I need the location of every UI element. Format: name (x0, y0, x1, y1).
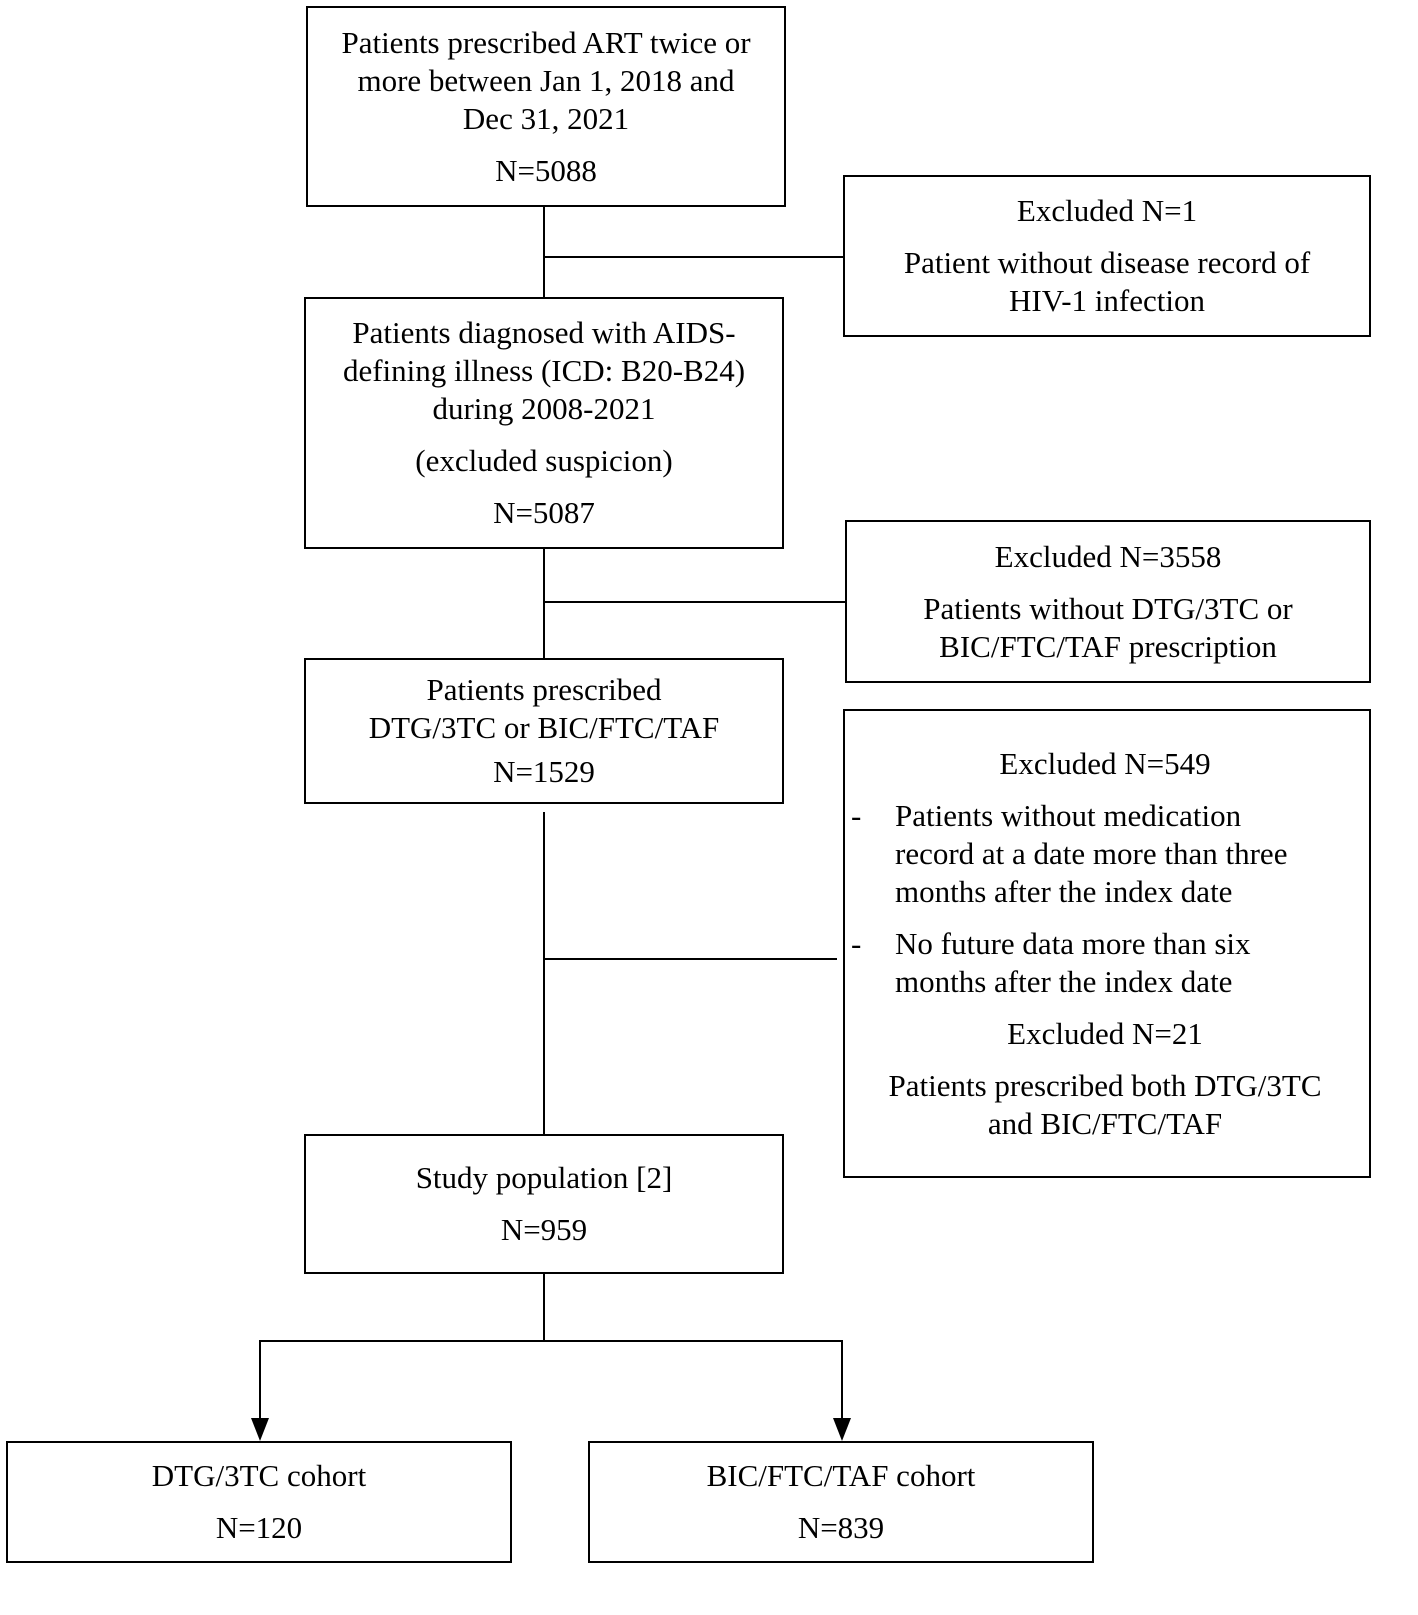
box-bic-cohort: BIC/FTC/TAF cohort N=839 (588, 1441, 1094, 1563)
excluded-2-line-1: Patients without DTG/3TC or (923, 590, 1293, 626)
excluded-3-list: Patients without medication record at a … (849, 797, 1361, 1001)
bic-cohort-count: N=839 (797, 1510, 885, 1545)
connector-b4-split (543, 1273, 545, 1342)
excluded-3-item-2: No future data more than six months afte… (849, 925, 1361, 1001)
box-dtg-bic-count: N=1529 (493, 754, 595, 789)
box-dtg-bic-prescribed: Patients prescribed DTG/3TC or BIC/FTC/T… (304, 658, 784, 804)
box-dtg-cohort: DTG/3TC cohort N=120 (6, 1441, 512, 1563)
box-dtg-bic-line-1: Patients prescribed (426, 672, 662, 707)
box-dtg-bic-line-2: DTG/3TC or BIC/FTC/TAF (368, 710, 720, 745)
box-aids-diagnosed: Patients diagnosed with AIDS- defining i… (304, 297, 784, 549)
excluded-1-line-2: HIV-1 infection (1008, 283, 1205, 318)
excluded-2-line-2: BIC/FTC/TAF prescription (939, 628, 1277, 664)
box-art-prescribed: Patients prescribed ART twice or more be… (306, 6, 786, 207)
excluded-3-item-1-line-1: Patients without medication (895, 797, 1242, 833)
excluded-3-title-1: Excluded N=549 (999, 745, 1211, 781)
branch-ex1 (543, 256, 844, 258)
box-aids-count: N=5087 (493, 495, 595, 530)
box-art-line-2: more between Jan 1, 2018 and (357, 62, 735, 98)
arrow-head-left (251, 1418, 269, 1441)
connector-b2-b3 (543, 548, 545, 659)
excluded-1-title: Excluded N=1 (1016, 193, 1198, 228)
dtg-cohort-count: N=120 (215, 1510, 303, 1545)
study-population-count: N=959 (500, 1212, 588, 1247)
box-art-line-1: Patients prescribed ART twice or (341, 24, 751, 60)
box-aids-line-1: Patients diagnosed with AIDS- (352, 315, 736, 350)
box-excluded-3: Excluded N=549 Patients without medicati… (843, 709, 1371, 1178)
arrow-head-right (833, 1418, 851, 1441)
bic-cohort-label: BIC/FTC/TAF cohort (706, 1458, 976, 1493)
excluded-3-item-1-line-3: months after the index date (895, 873, 1233, 909)
box-aids-line-2: defining illness (ICD: B20-B24) (342, 353, 746, 388)
excluded-1-line-1: Patient without disease record of (903, 245, 1311, 280)
box-art-count: N=5088 (495, 152, 597, 188)
box-excluded-1: Excluded N=1 Patient without disease rec… (843, 175, 1371, 337)
split-horizontal (259, 1340, 843, 1342)
excluded-3-item-2-line-2: months after the index date (895, 963, 1233, 999)
study-population-label: Study population [2] (415, 1160, 673, 1195)
excluded-3-line2-2: and BIC/FTC/TAF (987, 1105, 1223, 1141)
box-aids-note: (excluded suspicion) (415, 443, 673, 478)
connector-b1-b2 (543, 206, 545, 298)
box-study-population: Study population [2] N=959 (304, 1134, 784, 1274)
box-excluded-2: Excluded N=3558 Patients without DTG/3TC… (845, 520, 1371, 683)
branch-ex3 (543, 958, 837, 960)
excluded-3-item-1-line-2: record at a date more than three (895, 835, 1288, 871)
excluded-3-title-2: Excluded N=21 (1007, 1015, 1203, 1051)
box-aids-line-3: during 2008-2021 (432, 391, 656, 426)
excluded-3-item-2-line-1: No future data more than six (895, 925, 1251, 961)
branch-ex2 (543, 601, 846, 603)
dtg-cohort-label: DTG/3TC cohort (151, 1458, 367, 1493)
excluded-3-line2-1: Patients prescribed both DTG/3TC (888, 1067, 1322, 1103)
excluded-3-item-1: Patients without medication record at a … (849, 797, 1361, 911)
connector-b3-b4 (543, 812, 545, 1135)
excluded-2-title: Excluded N=3558 (994, 538, 1222, 574)
box-art-line-3: Dec 31, 2021 (462, 100, 630, 136)
